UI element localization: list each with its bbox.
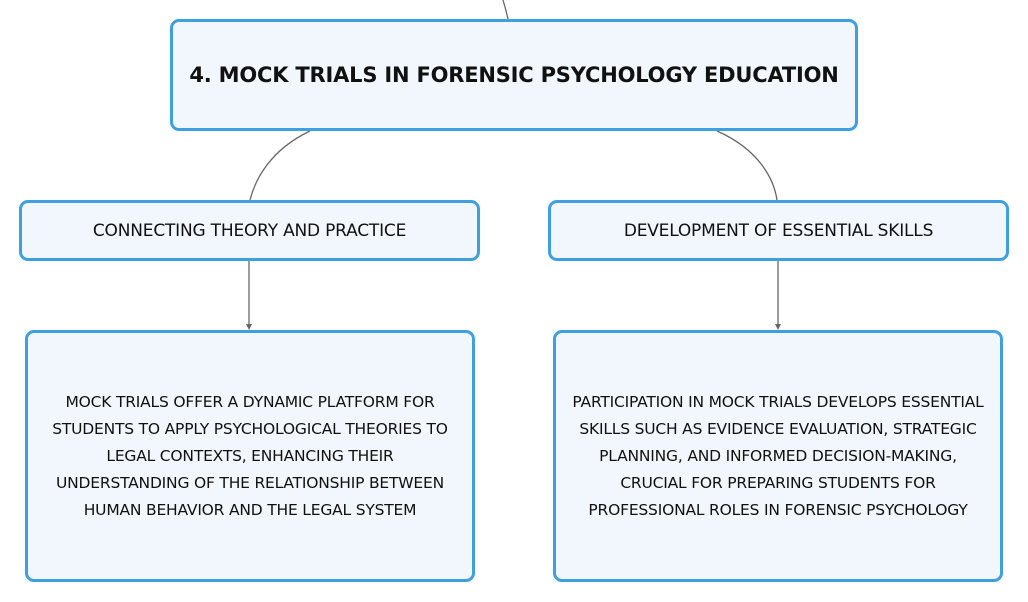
detail-text: PARTICIPATION IN MOCK TRIALS DEVELOPS ES…: [572, 392, 984, 519]
arrowhead-right: [775, 324, 781, 330]
connector-root-to-right-branch: [716, 130, 778, 201]
root-topic-node[interactable]: 4. MOCK TRIALS IN FORENSIC PSYCHOLOGY ED…: [170, 19, 858, 131]
connector-root-to-left-branch: [249, 130, 311, 201]
detail-text: MOCK TRIALS OFFER A DYNAMIC PLATFORM FOR…: [52, 392, 448, 519]
connector-parent-to-root: [502, 0, 509, 20]
detail-node-essential-skills[interactable]: PARTICIPATION IN MOCK TRIALS DEVELOPS ES…: [553, 330, 1003, 582]
branch-node-essential-skills[interactable]: DEVELOPMENT OF ESSENTIAL SKILLS: [548, 200, 1009, 261]
arrowhead-left: [246, 324, 252, 330]
branch-title: CONNECTING THEORY AND PRACTICE: [92, 220, 407, 241]
branch-node-theory-practice[interactable]: CONNECTING THEORY AND PRACTICE: [19, 200, 480, 261]
root-topic-title: 4. MOCK TRIALS IN FORENSIC PSYCHOLOGY ED…: [189, 63, 839, 87]
detail-node-theory-practice[interactable]: MOCK TRIALS OFFER A DYNAMIC PLATFORM FOR…: [25, 330, 475, 582]
branch-title: DEVELOPMENT OF ESSENTIAL SKILLS: [623, 220, 934, 241]
